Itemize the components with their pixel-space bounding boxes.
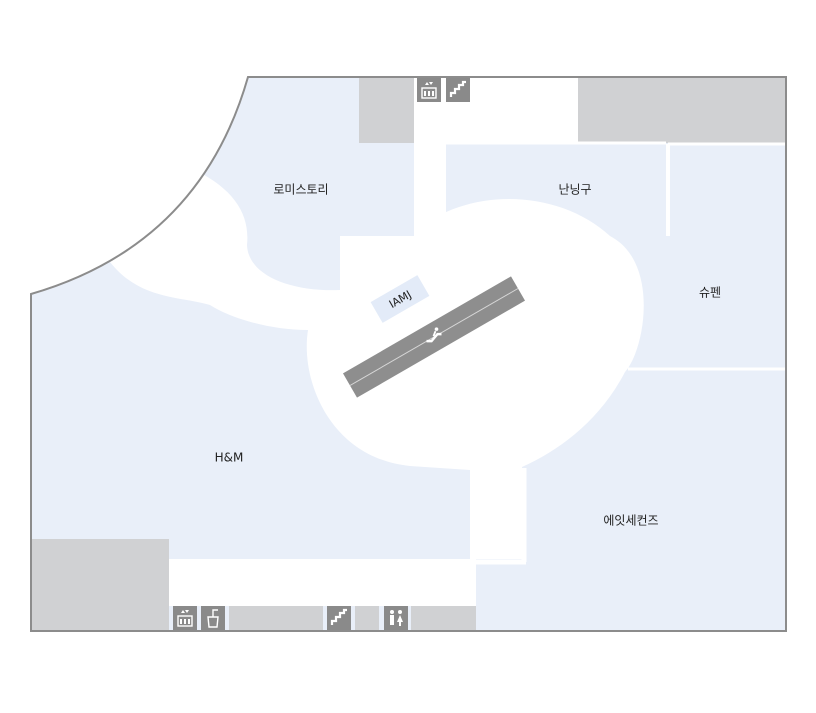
stairs-icon[interactable]: [325, 604, 353, 632]
elevator-icon[interactable]: [172, 605, 198, 631]
escalator[interactable]: [342, 276, 526, 398]
service-area: [359, 77, 414, 143]
store-label-nanninggu[interactable]: 난닝구: [558, 183, 591, 197]
service-area: [229, 606, 323, 631]
iamj-kiosk[interactable]: IAMJ: [370, 275, 430, 323]
corridor: [169, 559, 476, 606]
stairs-icon[interactable]: [444, 76, 472, 104]
floor-outline: [30, 76, 787, 632]
store-label-hm[interactable]: H&M: [215, 451, 244, 465]
store-label-romistory[interactable]: 로미스토리: [273, 183, 328, 197]
store-label-shupen[interactable]: 슈펜: [699, 286, 721, 300]
escalator-icon: [426, 327, 442, 343]
service-area: [31, 539, 169, 631]
service-area: [578, 77, 786, 143]
corridor: [414, 77, 578, 143]
elevator-icon[interactable]: [416, 77, 442, 103]
restroom-icon[interactable]: [384, 606, 408, 630]
service-area: [355, 606, 379, 631]
service-area: [411, 606, 476, 631]
drinking-water-icon[interactable]: [200, 605, 226, 631]
store-label-eightseconds[interactable]: 에잇세컨즈: [603, 514, 658, 528]
